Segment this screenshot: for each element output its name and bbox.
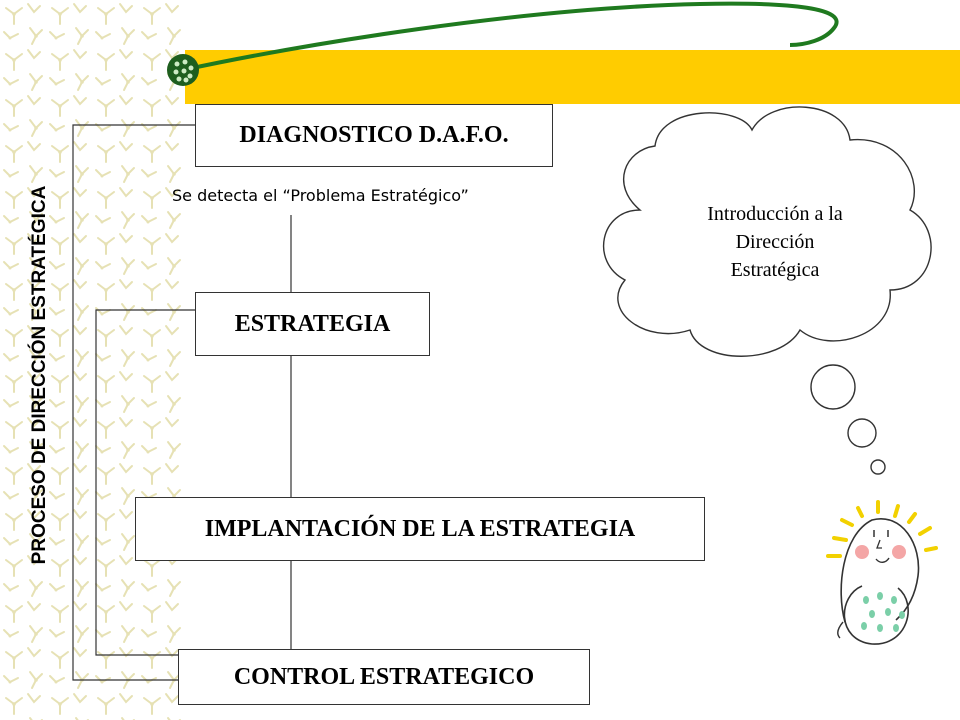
box-diagnostico-label: DIAGNOSTICO D.A.F.O.	[239, 122, 509, 148]
decorative-pattern	[0, 0, 185, 720]
thought-cloud	[602, 106, 932, 357]
box-diagnostico: DIAGNOSTICO D.A.F.O.	[195, 104, 553, 167]
thought-bubbles	[810, 364, 886, 475]
cloud-text: Introducción a la Dirección Estratégica	[707, 203, 843, 281]
box-control-label: CONTROL ESTRATEGICO	[233, 663, 535, 690]
ornament-icon	[167, 54, 199, 86]
process-vertical-label: PROCESO DE DIRECCIÓN ESTRATÉGICA	[29, 185, 50, 565]
problem-note: Se detecta el “Problema Estratégico”	[172, 186, 469, 205]
box-implantacion: IMPLANTACIÓN DE LA ESTRATEGIA	[135, 497, 705, 561]
gold-band	[185, 50, 960, 104]
decorative-arc	[182, 1, 839, 72]
box-estrategia: ESTRATEGIA	[195, 292, 430, 356]
box-implantacion-label: IMPLANTACIÓN DE LA ESTRATEGIA	[204, 515, 636, 542]
box-estrategia-label: ESTRATEGIA	[234, 310, 391, 337]
thinker-figure-icon	[826, 500, 938, 645]
box-control: CONTROL ESTRATEGICO	[178, 649, 590, 705]
